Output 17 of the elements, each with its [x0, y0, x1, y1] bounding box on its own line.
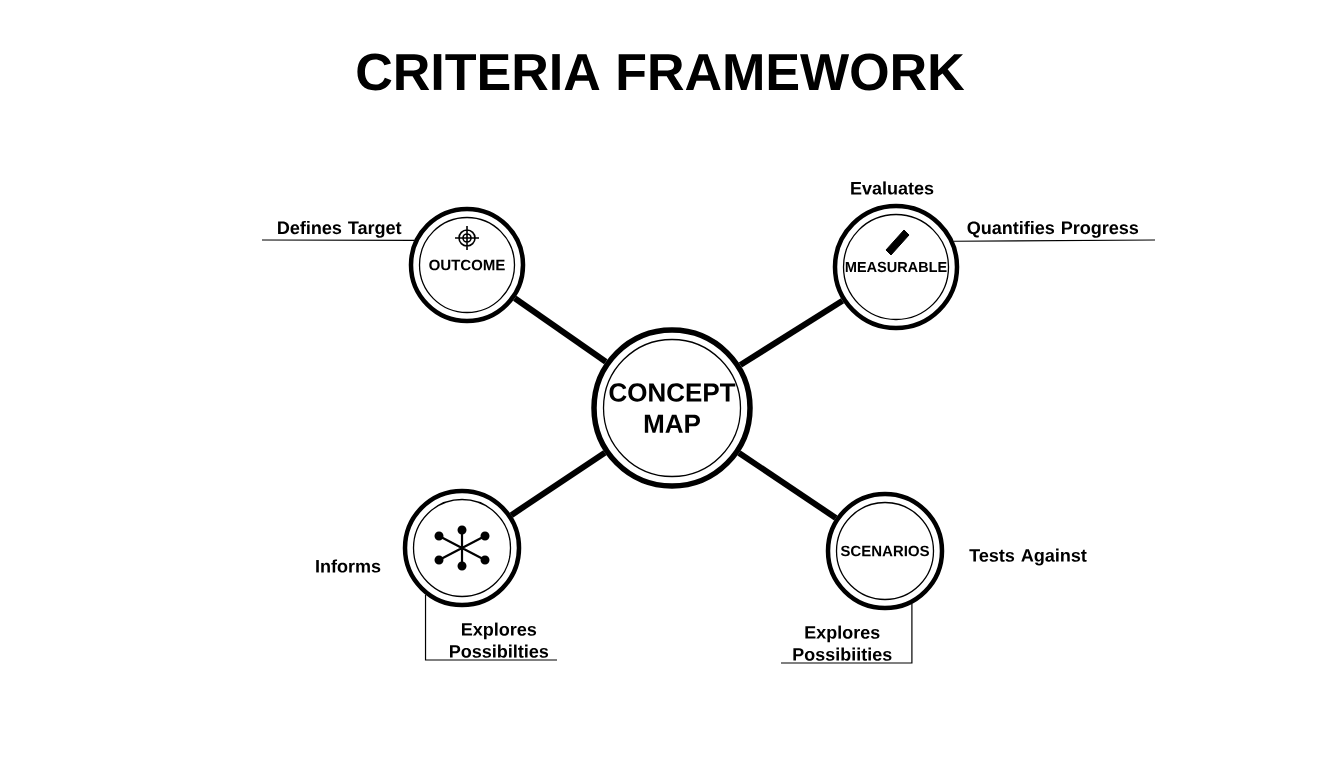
- annotation-text: Explores Possibiities: [793, 625, 892, 661]
- connector-line: [509, 450, 607, 518]
- caption-text: Tests Against: [969, 548, 1087, 566]
- caption-text: Informs: [316, 559, 381, 573]
- caption-text: Evaluates: [851, 181, 934, 195]
- annotation-text: Quantifies Progress: [967, 220, 1139, 238]
- leader-line: [780, 603, 913, 664]
- leader-line: [261, 239, 415, 241]
- leader-line: [953, 239, 1156, 242]
- annotation-text: Explores Possibilties: [450, 622, 549, 658]
- leader-line: [424, 594, 558, 661]
- connector-line: [513, 295, 608, 365]
- annotation-text: Defines Target: [278, 220, 402, 238]
- connector-line: [738, 298, 845, 368]
- title: CRITERIA FRAMEWORK: [357, 53, 965, 91]
- connector-line: [737, 450, 838, 521]
- topic-circle: [402, 488, 522, 608]
